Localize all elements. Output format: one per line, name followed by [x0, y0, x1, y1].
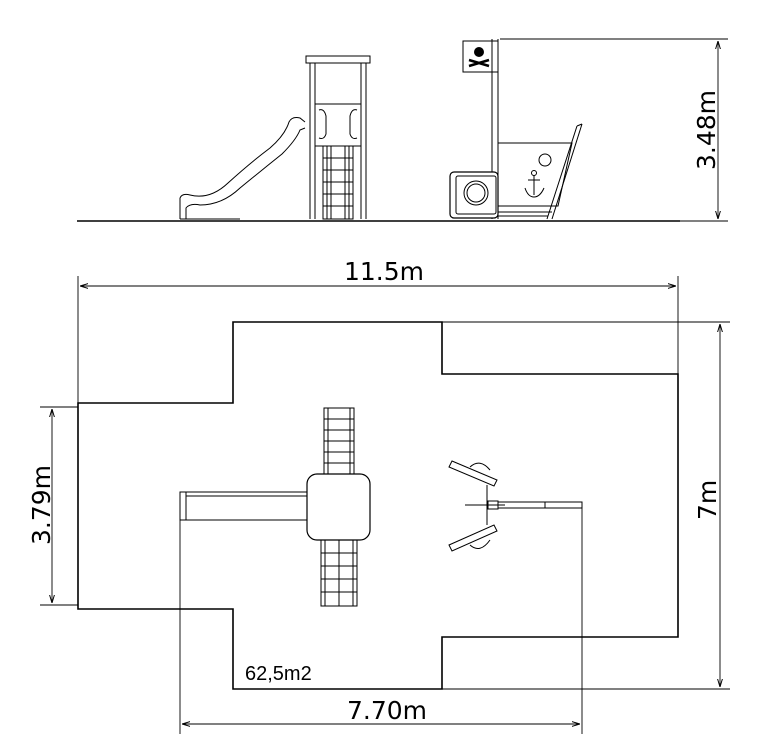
footprint-dimension: 7.70m: [179, 505, 583, 734]
net-ladder-bottom: [320, 539, 358, 607]
height-dimension: 3.48m: [500, 38, 728, 222]
anchor-icon: [524, 170, 545, 198]
pirate-ship: [449, 39, 583, 220]
tower-platform: [306, 473, 371, 541]
slide: [179, 117, 306, 219]
safety-area-outline: [77, 321, 679, 690]
width-label: 7m: [693, 480, 722, 520]
ladder-top: [323, 407, 355, 475]
length-dimension: 11.5m: [77, 257, 679, 403]
plan-view: 11.5m 7m 3.79m 7.70m: [27, 257, 730, 734]
safety-width-dimension: 3.79m: [27, 406, 78, 606]
slide-plan: [179, 491, 309, 521]
tower: [305, 55, 371, 220]
porthole-icon: [463, 180, 489, 206]
safety-width-label: 3.79m: [27, 465, 56, 545]
ship-plan: [448, 460, 583, 552]
pirate-flag-icon: [462, 40, 499, 73]
height-label: 3.48m: [692, 90, 721, 170]
length-label: 11.5m: [344, 257, 424, 286]
elevation-view: 3.48m: [77, 38, 728, 222]
area-label: 62,5m2: [245, 663, 312, 685]
footprint-label: 7.70m: [347, 696, 427, 725]
width-dimension: 7m: [442, 321, 730, 690]
